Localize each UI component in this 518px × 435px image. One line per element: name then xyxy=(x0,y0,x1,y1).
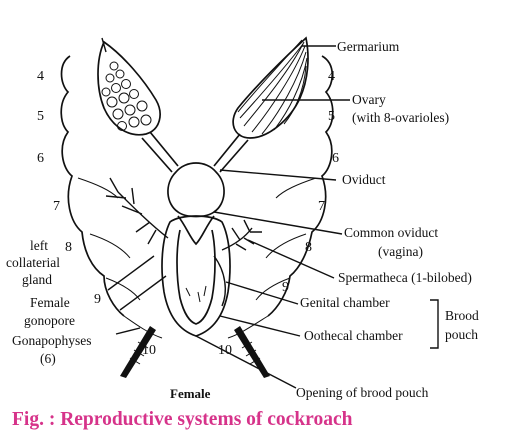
right-ovary-outline xyxy=(232,36,309,139)
seg-right-4: 4 xyxy=(328,69,335,84)
left-fold-9 xyxy=(105,277,141,301)
left-collaterial-gland xyxy=(105,177,169,245)
genital-chamber-outer xyxy=(161,215,231,337)
brood-pouch-bracket xyxy=(430,299,439,349)
label-spermatheca: Spermatheca (1-bilobed) xyxy=(338,270,472,285)
leader-spermatheca xyxy=(247,239,335,279)
label-ovary: Ovary xyxy=(352,92,386,107)
leader-lines xyxy=(107,45,439,389)
genital-chamber-inner xyxy=(176,229,216,325)
label-collaterial-mid: collaterial xyxy=(6,255,60,270)
figure-caption: Fig. : Reproductive systems of cockroach xyxy=(12,409,353,430)
leader-common-oviduct xyxy=(213,211,343,235)
seg-left-5: 5 xyxy=(37,109,44,124)
chamber-marks xyxy=(185,285,207,303)
seg-left-4: 4 xyxy=(37,69,44,84)
right-oviduct-b xyxy=(219,139,249,173)
seg-right-6: 6 xyxy=(332,151,339,166)
seg-right-9: 9 xyxy=(282,280,289,295)
leader-opening-brood-pouch xyxy=(195,335,297,389)
leader-oothecal-chamber xyxy=(219,315,301,337)
seg-right-10: 10 xyxy=(218,343,232,358)
left-oviduct-b xyxy=(141,137,173,173)
label-oothecal-chamber: Oothecal chamber xyxy=(304,328,403,343)
right-body-outline xyxy=(267,55,334,317)
seg-right-5: 5 xyxy=(328,109,335,124)
right-oviduct-a xyxy=(213,133,241,167)
leader-collaterial xyxy=(107,255,155,291)
left-germarium-tip xyxy=(101,37,107,53)
label-pouch: pouch xyxy=(445,327,478,342)
right-accessory-duct xyxy=(213,255,226,307)
label-female: Female xyxy=(30,295,70,310)
seg-left-6: 6 xyxy=(37,151,44,166)
label-collaterial-left: left xyxy=(30,238,48,253)
seg-left-9: 9 xyxy=(94,292,101,307)
label-common-oviduct: Common oviduct xyxy=(344,225,438,240)
label-ovary-detail: (with 8-ovarioles) xyxy=(352,110,449,125)
leader-genital-chamber xyxy=(225,281,299,305)
left-body-outline xyxy=(60,55,125,317)
label-gonopore: gonopore xyxy=(24,313,75,328)
brood-pouch xyxy=(161,215,231,337)
left-fold-8 xyxy=(89,233,131,259)
body-outline xyxy=(60,55,334,339)
label-gonapophyses-count: (6) xyxy=(40,351,56,366)
gonapophyses xyxy=(120,326,270,378)
label-gonapophyses: Gonapophyses xyxy=(12,333,92,348)
right-fold-7 xyxy=(275,177,317,199)
right-ovary xyxy=(232,36,309,139)
seg-left-8: 8 xyxy=(65,240,72,255)
leader-female-gonopore xyxy=(119,275,167,311)
left-lower-edge xyxy=(123,315,163,339)
label-brood: Brood xyxy=(445,308,479,323)
subtitle-female: Female xyxy=(170,386,211,401)
labels: Germarium Ovary (with 8-ovarioles) Ovidu… xyxy=(6,39,479,430)
oviducts xyxy=(141,131,249,218)
common-oviduct xyxy=(167,162,225,218)
left-ovarioles xyxy=(101,61,152,131)
label-vagina: (vagina) xyxy=(378,244,423,259)
leader-gonapophyses xyxy=(115,327,141,335)
left-oviduct-a xyxy=(149,131,179,167)
left-ovary-outline xyxy=(97,40,161,136)
left-ovary xyxy=(97,37,161,136)
leader-oviduct xyxy=(219,169,337,181)
seg-left-7: 7 xyxy=(53,199,60,214)
right-lower-edge xyxy=(227,315,269,339)
label-genital-chamber: Genital chamber xyxy=(300,295,390,310)
collaterial-glands xyxy=(105,177,262,307)
segment-numbers-right: 4 5 6 7 8 9 10 xyxy=(218,69,339,358)
segment-numbers-left: 4 5 6 7 8 9 10 xyxy=(37,69,156,358)
vagina-loop xyxy=(177,215,215,246)
seg-right-8: 8 xyxy=(305,240,312,255)
label-oviduct: Oviduct xyxy=(342,172,386,187)
seg-left-10: 10 xyxy=(142,343,156,358)
right-fold-8 xyxy=(265,233,307,259)
label-germarium: Germarium xyxy=(337,39,400,54)
label-opening-brood-pouch: Opening of brood pouch xyxy=(296,385,429,400)
left-fold-7 xyxy=(77,177,119,199)
label-collaterial-gland: gland xyxy=(22,272,52,287)
seg-right-7: 7 xyxy=(318,199,325,214)
right-fold-9 xyxy=(255,277,291,301)
